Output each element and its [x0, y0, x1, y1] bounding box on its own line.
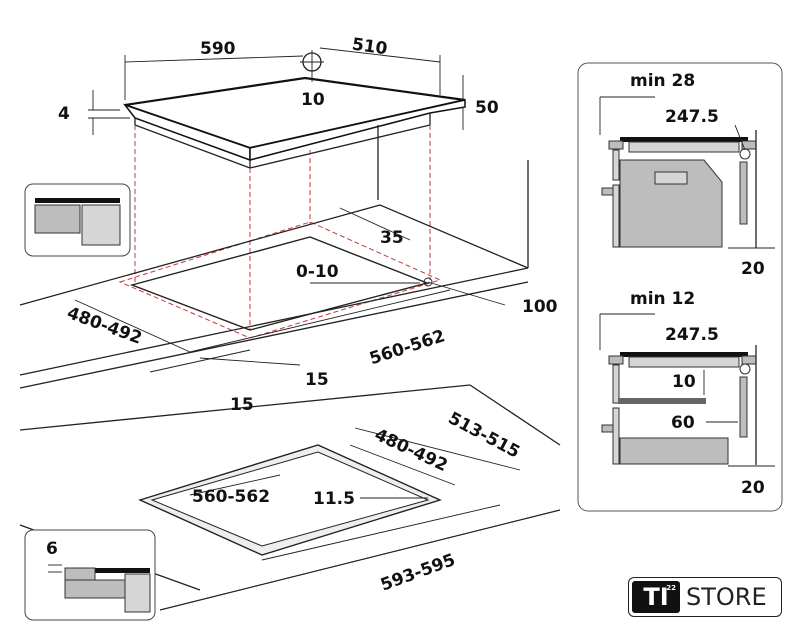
recess-depth-label: 6 — [46, 539, 58, 559]
total-height-label: 50 — [475, 98, 499, 118]
cooktop-width-label: 590 — [200, 39, 236, 59]
logo-brand: TI — [643, 583, 669, 611]
edge-tolerance-label: 0-10 — [296, 262, 339, 282]
flush-cutout-width-label: 560-562 — [192, 487, 270, 507]
rear-gap-label: 60 — [671, 413, 695, 433]
drawer-section — [599, 313, 775, 467]
flush-outer-width-label: 593-595 — [378, 550, 458, 595]
inset-detail-bottom — [24, 529, 156, 621]
cooktop-dimensions — [88, 47, 464, 135]
oven-min-label: min 28 — [630, 71, 695, 91]
oven-section — [599, 96, 775, 249]
drawer-min-label: min 12 — [630, 289, 695, 309]
logo-superscript: 22 — [666, 584, 676, 592]
cutout-depth-label: 480-492 — [64, 303, 144, 348]
panel-gap-label: 10 — [672, 372, 696, 392]
logo-store-text: STORE — [686, 583, 767, 611]
side-clearance-right-label: 15 — [305, 370, 329, 390]
corner-radius-label: 10 — [301, 90, 325, 110]
drawer-wall-gap-label: 20 — [741, 478, 765, 498]
countertop-cutout — [19, 160, 529, 389]
drawer-cable-label: 247.5 — [665, 325, 719, 345]
flush-corner-radius-label: 11.5 — [313, 489, 355, 509]
cutout-width-label: 560-562 — [367, 326, 447, 369]
cooktop-depth-label: 510 — [351, 35, 389, 60]
flush-outer-depth-label: 513-515 — [445, 408, 523, 462]
oven-wall-gap-label: 20 — [741, 259, 765, 279]
front-distance-label: 100 — [522, 297, 558, 317]
side-clearance-front-label: 15 — [230, 395, 254, 415]
glass-thickness-label: 4 — [58, 104, 70, 124]
inset-detail-top — [24, 183, 131, 257]
cooktop-drawing — [122, 50, 466, 200]
back-margin-label: 35 — [380, 228, 404, 248]
flush-cutout — [19, 384, 561, 611]
oven-cable-label: 247.5 — [665, 107, 719, 127]
side-sections-panel — [577, 62, 783, 512]
